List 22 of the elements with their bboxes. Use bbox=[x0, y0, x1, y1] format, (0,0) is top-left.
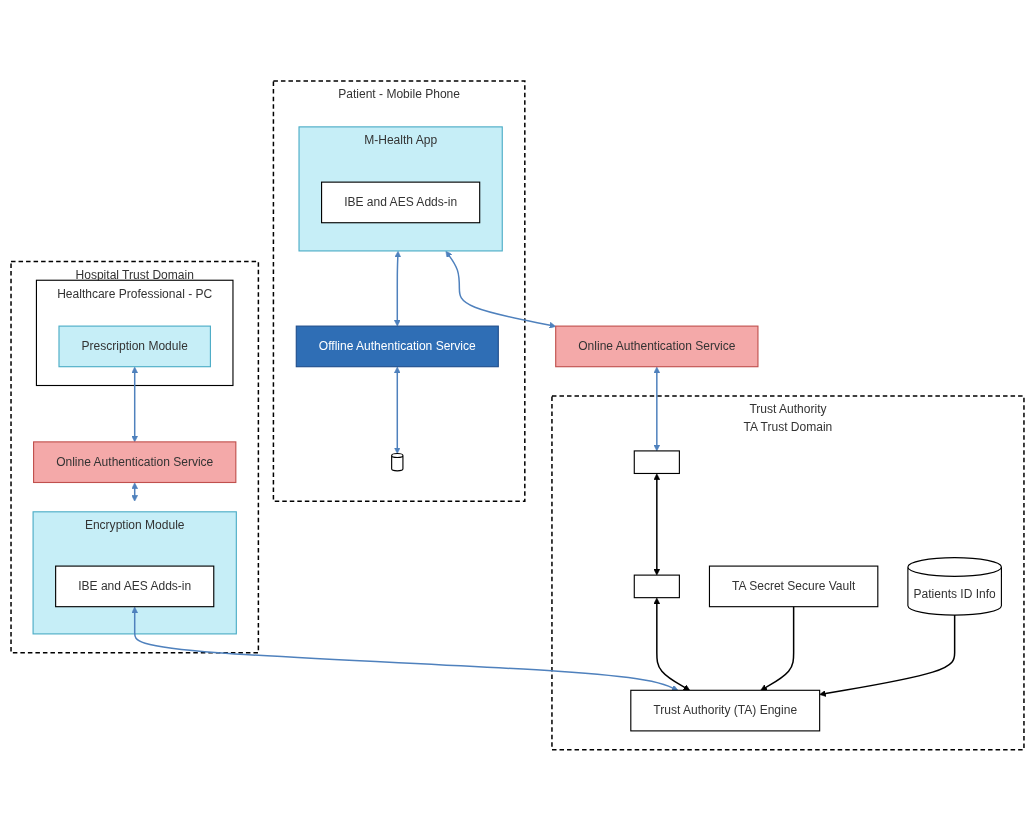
arrow bbox=[131, 482, 138, 502]
node-box: IBE and AES Adds-in bbox=[55, 565, 215, 608]
node-box: TA Secret Secure Vault bbox=[708, 565, 879, 608]
arrow bbox=[819, 614, 956, 697]
arrow bbox=[131, 366, 138, 443]
node-box: Trust Authority (TA) Engine bbox=[630, 689, 821, 732]
node-bar bbox=[633, 450, 680, 475]
node-box: Offline Authentication Service bbox=[295, 325, 499, 368]
arrow bbox=[394, 366, 401, 454]
arrow bbox=[394, 251, 402, 327]
arrow bbox=[131, 606, 679, 692]
node-box bbox=[633, 574, 680, 599]
node-box: IBE and AES Adds-in bbox=[321, 181, 481, 224]
arrow bbox=[653, 473, 661, 576]
node-box: Online Authentication Service bbox=[33, 441, 237, 484]
node-cylinder bbox=[391, 453, 404, 472]
node-box: Prescription Module bbox=[58, 325, 211, 368]
node-box: Online Authentication Service bbox=[555, 325, 759, 368]
arrow bbox=[445, 251, 556, 329]
arrow bbox=[653, 366, 661, 452]
arrow bbox=[760, 606, 795, 691]
arrow bbox=[653, 597, 690, 691]
